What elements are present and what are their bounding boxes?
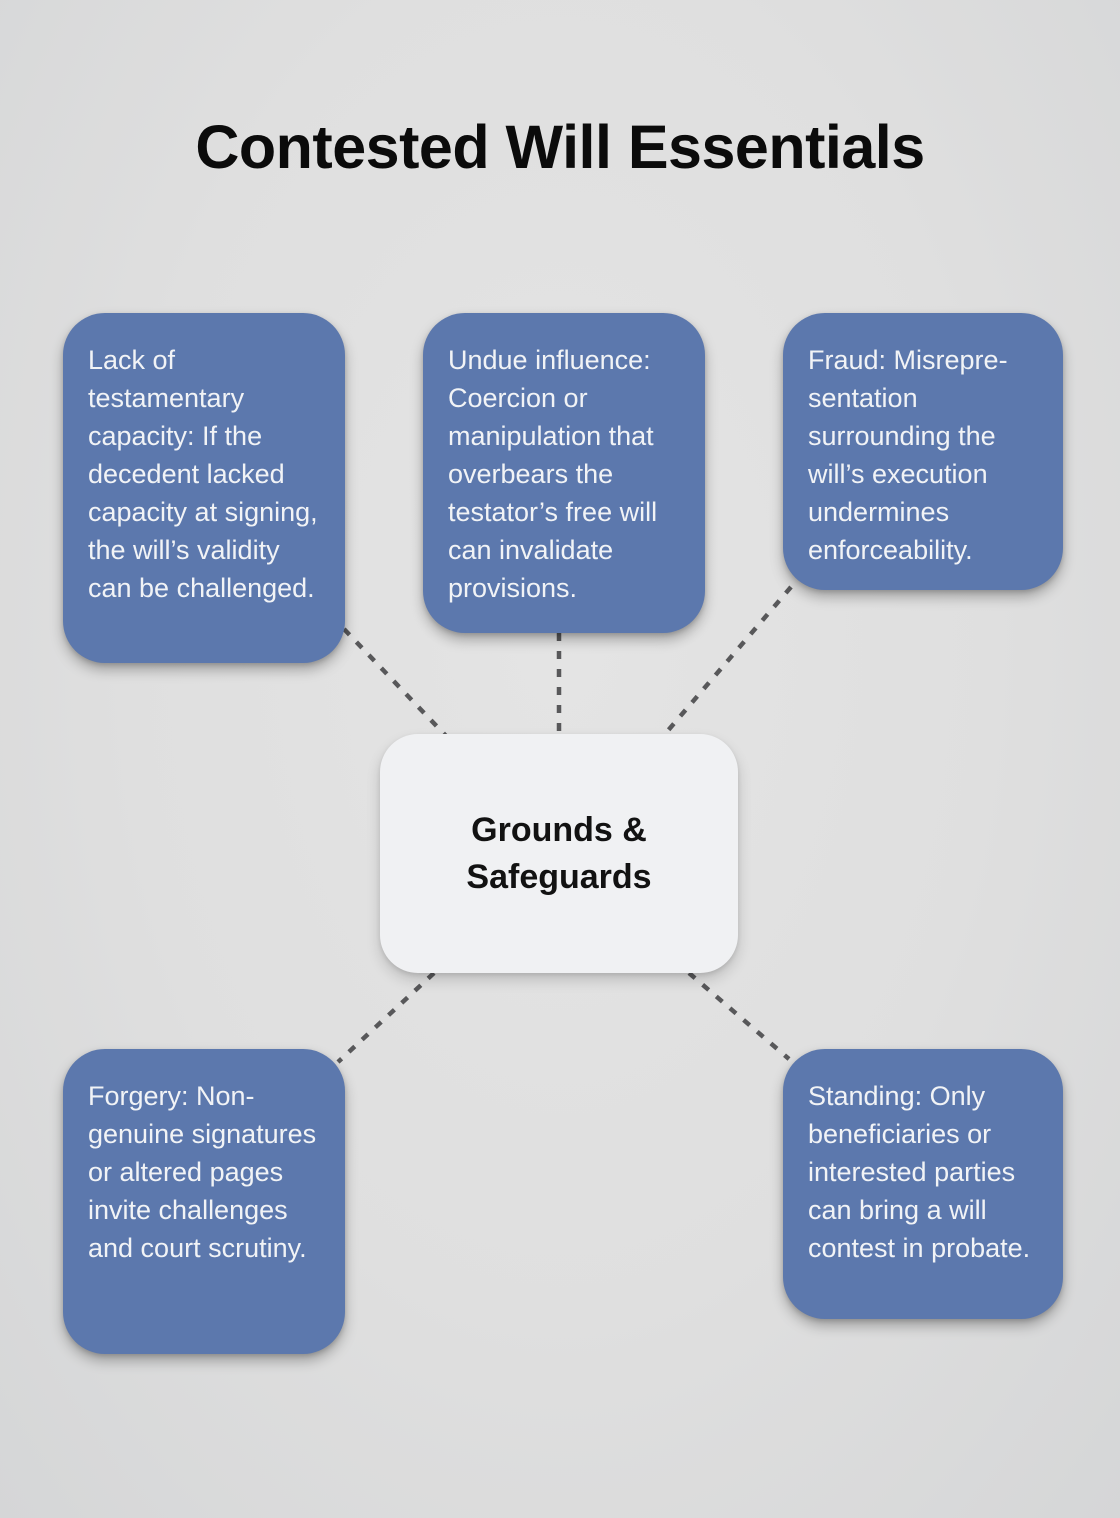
node-lack-of-capacity: Lack of testamentary capacity: If the de…	[63, 313, 345, 663]
node-forgery-text: Forgery: Non-genuine signatures or alter…	[88, 1081, 317, 1263]
node-fraud-text: Fraud: Misrepre­sentation surrounding th…	[808, 345, 1008, 565]
center-node-label: Grounds & Safeguards	[466, 810, 652, 896]
node-forgery: Forgery: Non-genuine signatures or alter…	[63, 1049, 345, 1354]
page-title: Contested Will Essentials	[195, 113, 925, 181]
node-fraud: Fraud: Misrepre­sentation surrounding th…	[783, 313, 1063, 590]
node-lack-of-capacity-text: Lack of testamentary capacity: If the de…	[88, 345, 318, 603]
node-undue-influence: Undue influence: Coercion or manipulatio…	[423, 313, 705, 633]
node-standing-text: Standing: Only beneficiaries or interest…	[808, 1081, 1031, 1263]
connector-standing	[687, 971, 791, 1061]
node-standing: Standing: Only beneficiaries or interest…	[783, 1049, 1063, 1319]
connector-forgery	[336, 971, 436, 1064]
connector-lack-of-capacity	[342, 627, 449, 739]
node-center-grounds-safeguards: Grounds & Safeguards	[380, 734, 738, 973]
node-undue-influence-text: Undue influence: Coercion or manipulatio…	[448, 345, 658, 603]
